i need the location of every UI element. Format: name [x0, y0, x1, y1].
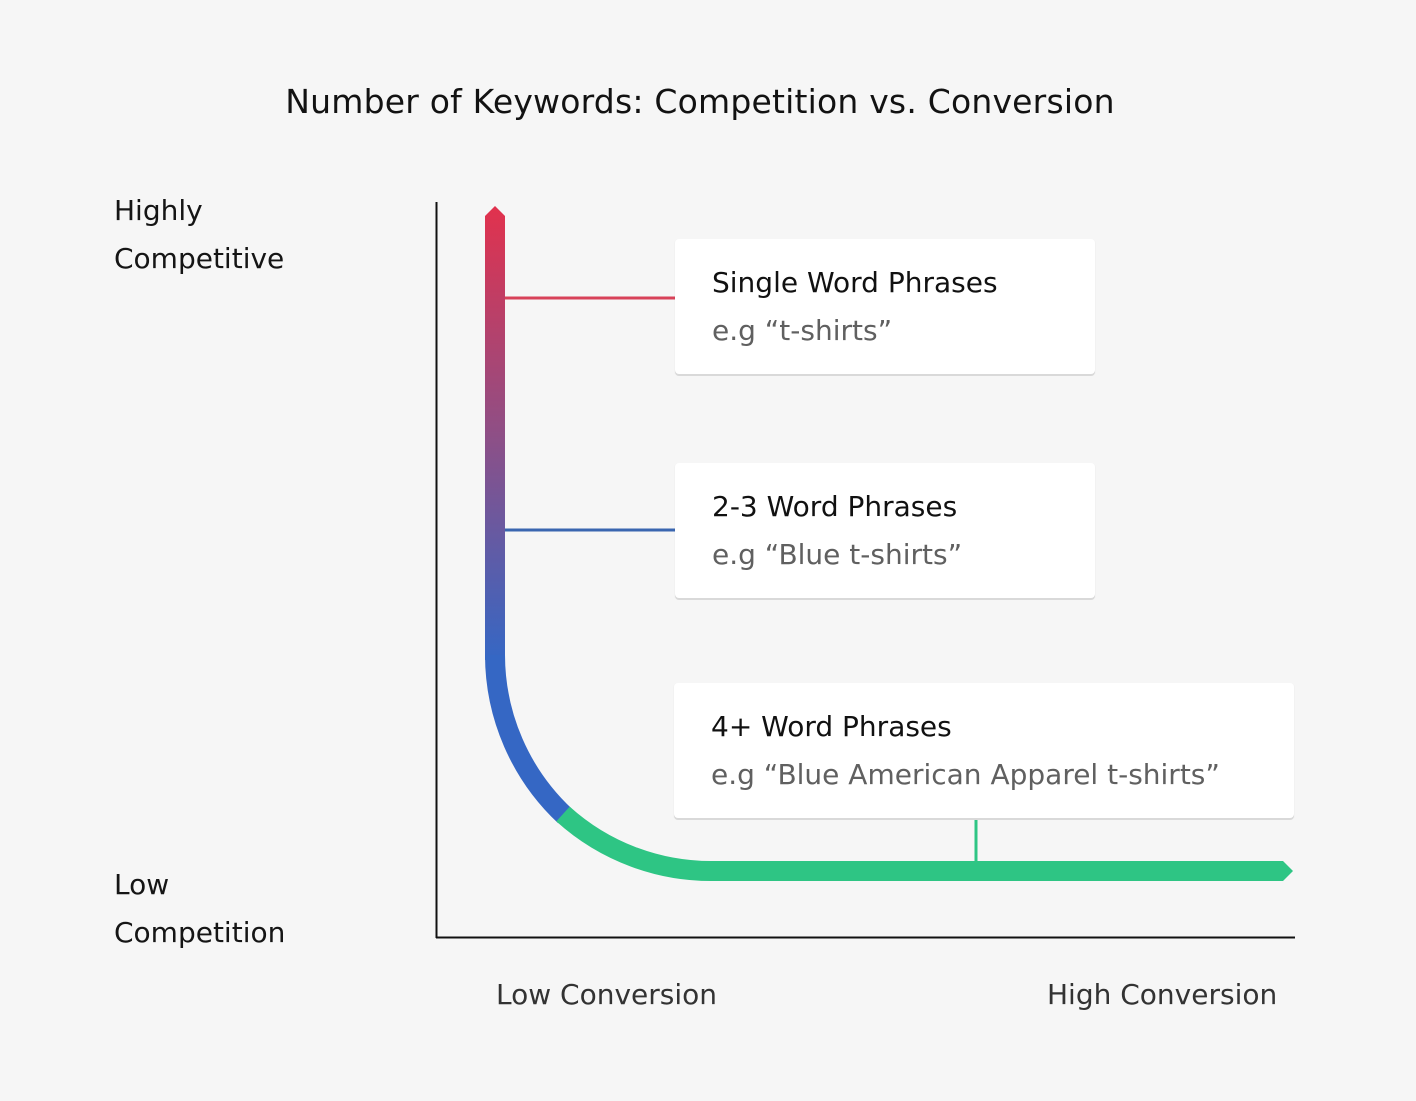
card-four-plus-word-title: 4+ Word Phrases — [711, 710, 952, 743]
card-two-three-word-example: e.g “Blue t-shirts” — [712, 538, 963, 571]
card-four-plus-word-phrases: 4+ Word Phrases e.g “Blue American Appar… — [674, 683, 1294, 818]
curve-green-bend — [556, 806, 717, 882]
curve-horizontal-tail — [712, 861, 1293, 881]
curve-blue-bend — [485, 654, 572, 824]
card-single-word-phrases: Single Word Phrases e.g “t-shirts” — [675, 239, 1095, 374]
card-two-three-word-title: 2-3 Word Phrases — [712, 490, 958, 523]
y-axis-bottom-label-line-2: Competition — [114, 916, 286, 949]
card-single-word-example: e.g “t-shirts” — [712, 314, 893, 347]
card-two-three-word-phrases: 2-3 Word Phrases e.g “Blue t-shirts” — [675, 463, 1095, 598]
y-axis-top-label: Highly Competitive — [114, 187, 284, 283]
y-axis-bottom-label: Low Competition — [114, 861, 285, 957]
x-axis-low-label: Low Conversion — [496, 978, 718, 1011]
y-axis-top-label-line-1: Highly — [114, 194, 203, 227]
card-single-word-title: Single Word Phrases — [712, 266, 998, 299]
chart-title: Number of Keywords: Competition vs. Conv… — [285, 82, 1115, 121]
card-four-plus-word-example: e.g “Blue American Apparel t-shirts” — [711, 758, 1220, 791]
x-axis-high-label: High Conversion — [1047, 978, 1278, 1011]
y-axis-bottom-label-line-1: Low — [114, 868, 170, 901]
curve-vertical-stem — [485, 206, 505, 660]
y-axis-top-label-line-2: Competitive — [114, 242, 285, 275]
